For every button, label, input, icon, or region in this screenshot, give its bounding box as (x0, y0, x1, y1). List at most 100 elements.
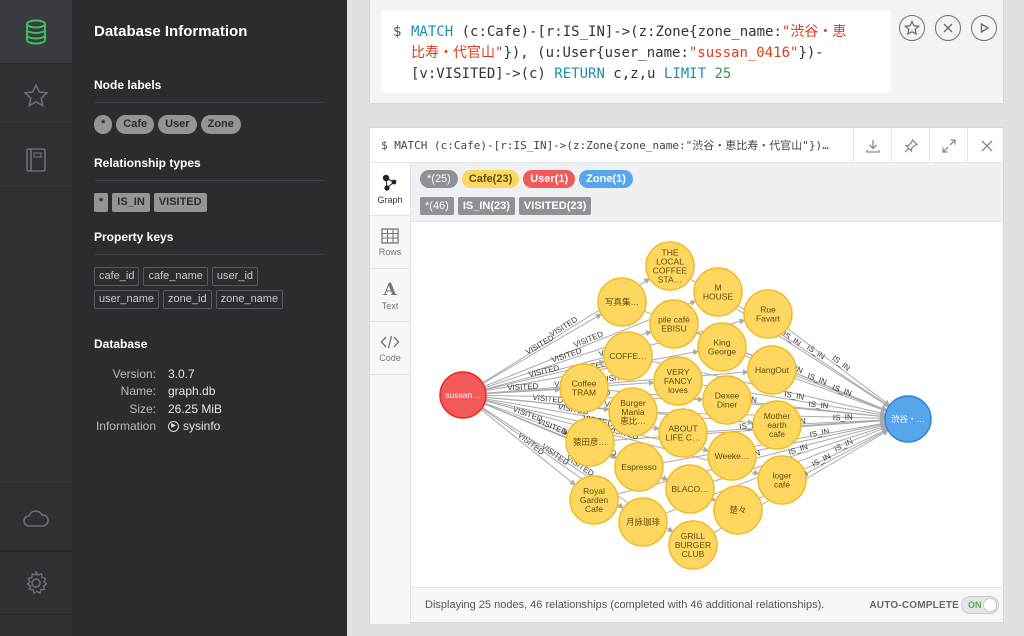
tab-rows[interactable]: Rows (370, 216, 410, 269)
node-label-pill[interactable]: Zone (200, 115, 241, 134)
fullscreen-button[interactable] (929, 128, 967, 163)
node-legend-pill[interactable]: User(1) (523, 170, 576, 188)
version-label: Version: (112, 366, 156, 381)
favorite-query-button[interactable] (899, 15, 925, 41)
cafe-node-label: loger (773, 471, 792, 481)
tab-label: Text (381, 300, 399, 311)
cafe-node[interactable]: 猿田彦… (565, 417, 615, 467)
cafe-node[interactable]: BurgerMania恵比… (608, 387, 658, 437)
node-label-pill[interactable]: Cafe (116, 115, 155, 134)
zone-node-label: 渋谷・… (891, 414, 925, 424)
is-in-relationship[interactable] (794, 377, 888, 413)
property-key[interactable]: zone_id (163, 290, 212, 309)
drawer-title: Database Information (94, 23, 248, 40)
zone-node[interactable]: 渋谷・… (884, 395, 932, 443)
visited-relationship-label: VISITED (601, 372, 633, 383)
node-legend-pill[interactable]: Zone(1) (579, 170, 633, 188)
cafe-node[interactable]: THELOCALCOFFEESTA… (645, 241, 695, 291)
cafe-node[interactable]: 楚々 (713, 485, 763, 535)
visited-relationship[interactable] (482, 313, 602, 384)
visited-relationship[interactable] (484, 402, 569, 435)
cafe-node-circle (645, 241, 695, 291)
cafe-node[interactable]: Weeke… (707, 431, 757, 481)
cafe-node-label: Rue (760, 305, 776, 315)
autocomplete-toggle[interactable]: ON (961, 596, 999, 614)
is-in-relationship-label: IS_IN (806, 371, 828, 387)
pin-button[interactable] (891, 128, 929, 163)
is-in-relationship[interactable] (800, 417, 886, 425)
cafe-node[interactable]: 写真集… (597, 277, 647, 327)
clear-query-button[interactable] (935, 15, 961, 41)
tab-code[interactable]: Code (370, 322, 410, 375)
relationship-type-tag[interactable]: IS_IN (112, 193, 150, 212)
visited-relationship-label: VISITED (507, 382, 539, 393)
database-nav-button[interactable] (0, 0, 72, 64)
download-button[interactable] (853, 128, 891, 163)
property-key[interactable]: cafe_id (94, 267, 140, 286)
tab-text[interactable]: A Text (370, 269, 410, 322)
relationship-legend-tag[interactable]: IS_IN(23) (457, 197, 515, 215)
frame-title[interactable]: $ MATCH (c:Cafe)-[r:IS_IN]->(z:Zone{zone… (381, 139, 829, 152)
node-label-pill[interactable]: * (94, 115, 113, 134)
cafe-node[interactable]: HangOut (747, 345, 797, 395)
cypher-editor[interactable]: $ MATCH (c:Cafe)-[r:IS_IN]->(z:Zone{zone… (381, 10, 891, 93)
query-token: "sussan_0416" (688, 45, 799, 61)
is-in-relationship-label: IS_IN (810, 452, 832, 469)
relationship-legend-tag[interactable]: VISITED(23) (518, 197, 592, 215)
is-in-relationship[interactable] (803, 428, 888, 470)
icon-rail (0, 0, 72, 636)
property-key[interactable]: user_id (211, 267, 258, 286)
settings-nav-button[interactable] (0, 551, 72, 615)
tab-graph[interactable]: Graph (370, 163, 410, 216)
favorites-nav-button[interactable] (0, 64, 72, 128)
run-query-button[interactable] (971, 15, 997, 41)
node-label-pill[interactable]: User (158, 115, 197, 134)
relationship-type-tag[interactable]: VISITED (153, 193, 207, 212)
cafe-node-circle (597, 277, 647, 327)
query-token: [v:VISITED]->(c) (411, 66, 555, 82)
property-key[interactable]: user_name (94, 290, 160, 309)
database-details: Version:3.0.7 Name:graph.db Size:26.25 M… (94, 365, 325, 435)
sysinfo-link[interactable]: ▶ sysinfo (168, 419, 220, 433)
user-node[interactable]: sussan… (439, 371, 487, 419)
cafe-node[interactable]: Espresso (614, 442, 664, 492)
is-in-relationship[interactable] (786, 328, 891, 406)
relationship-type-tag[interactable]: * (94, 193, 109, 212)
visited-relationship-label: VISITED (524, 333, 556, 357)
property-key[interactable]: zone_name (215, 290, 284, 309)
cafe-node[interactable]: COFFE… (603, 331, 653, 381)
cafe-node-label: Royal (583, 486, 605, 496)
visited-relationship[interactable] (485, 369, 749, 394)
graph-legend: *(25)Cafe(23)User(1)Zone(1) *(46)IS_IN(2… (411, 163, 1003, 222)
cafe-node[interactable]: 月詠珈琲 (618, 497, 668, 547)
relationship-legend-tag[interactable]: *(46) (420, 197, 454, 215)
tab-label: Rows (378, 246, 402, 257)
cafe-node-label: 恵比… (620, 416, 646, 426)
visited-relationship[interactable] (480, 408, 576, 486)
documents-nav-button[interactable] (0, 128, 72, 192)
property-key[interactable]: cafe_name (143, 267, 208, 286)
editor-prompt: $ (393, 24, 402, 40)
cafe-node[interactable]: BLACO… (665, 464, 715, 514)
sync-nav-button[interactable] (0, 487, 72, 551)
frame-footer: Displaying 25 nodes, 46 relationships (c… (411, 587, 1003, 622)
node-legend-pill[interactable]: Cafe(23) (461, 170, 520, 188)
visited-relationship[interactable] (485, 386, 561, 395)
cafe-node-label: BLACO… (671, 484, 708, 494)
close-frame-button[interactable] (967, 128, 1005, 163)
node-legend-pill[interactable]: *(25) (420, 170, 458, 188)
cafe-node-circle (649, 299, 699, 349)
